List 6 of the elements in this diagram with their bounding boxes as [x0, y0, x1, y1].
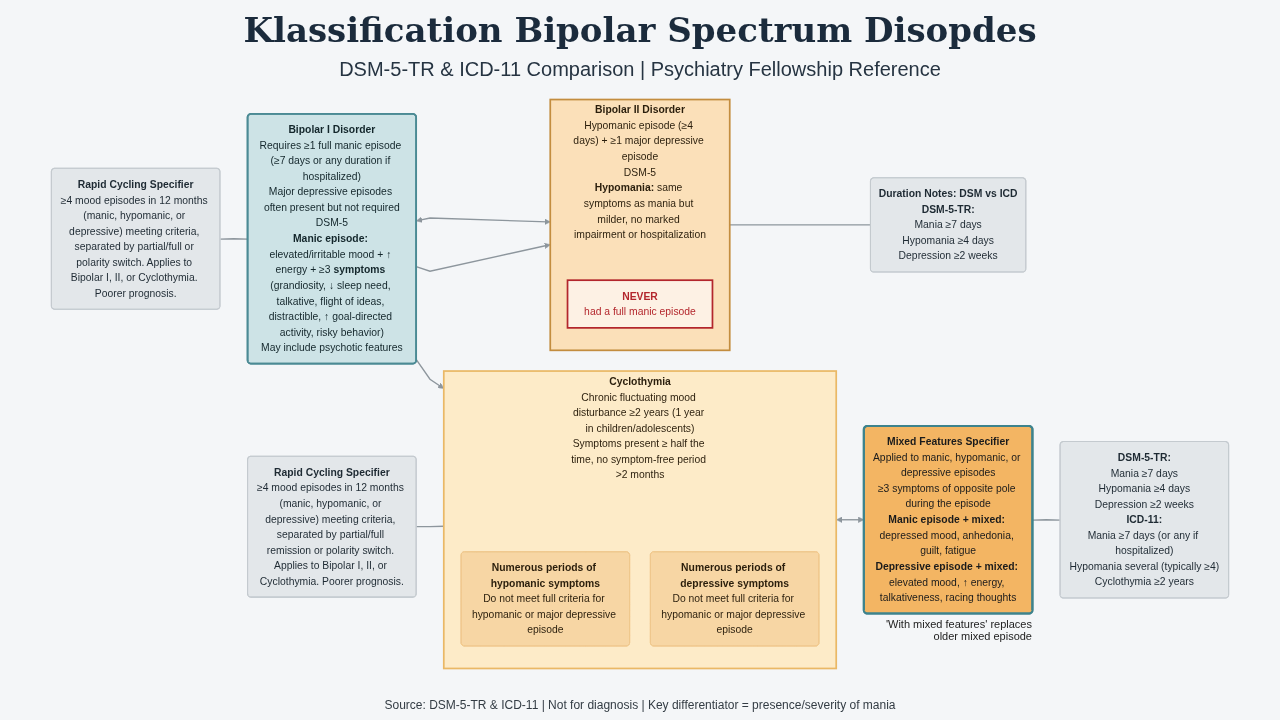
diagram-title: Klassification Bipolar Spectrum Disopdes — [243, 10, 1037, 50]
node-box: NEVER had a full manic episode — [566, 279, 714, 329]
arrow — [416, 216, 551, 225]
source-note: Source: DSM-5-TR & ICD-11 | Not for diagnosis | Key differentiator = presence/severity of mania — [384, 698, 896, 712]
note-text: 'With mixed features' replaces older mixed episode — [884, 617, 1032, 642]
subtitle: DSM-5-TR & ICD-11 Comparison | Psychiatry Fellowship Reference — [339, 58, 941, 81]
